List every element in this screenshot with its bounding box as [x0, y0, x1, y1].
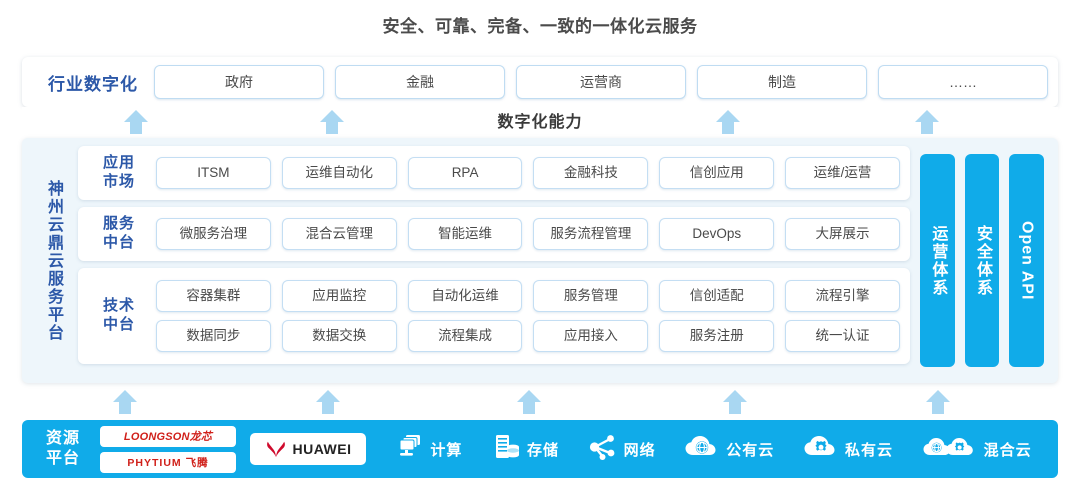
cell-xinchuang-app[interactable]: 信创应用	[659, 157, 775, 189]
resource-item-label: 存储	[526, 441, 559, 459]
resource-items: 计算 存储	[380, 433, 1046, 466]
private-cloud-icon	[803, 434, 839, 465]
resource-item-hybrid-cloud[interactable]: 混合云	[922, 434, 1032, 465]
resource-item-label: 私有云	[844, 441, 893, 459]
up-arrow-icon	[319, 109, 345, 135]
chip-vendor-logos: LOONGSON龙芯 PHYTIUM 飞腾	[100, 425, 236, 473]
cell-container-cluster[interactable]: 容器集群	[156, 280, 271, 312]
cell-application-monitoring[interactable]: 应用监控	[281, 280, 397, 312]
tier-row: 数据同步 数据交换 流程集成 应用接入 服务注册 统一认证	[156, 320, 900, 352]
pillar-open-api[interactable]: Open API	[1009, 154, 1045, 367]
cell-fintech[interactable]: 金融科技	[533, 157, 649, 189]
up-arrow-icon	[722, 389, 748, 415]
cell-unified-authentication[interactable]: 统一认证	[785, 320, 900, 352]
public-cloud-icon	[684, 434, 720, 465]
resource-item-compute[interactable]: 计算	[394, 433, 462, 466]
platform-label: 神州云鼎云服务平台	[32, 146, 74, 375]
pillar-operations-system[interactable]: 运营体系	[920, 154, 955, 367]
network-icon	[588, 433, 618, 466]
tier-row: 容器集群 应用监控 自动化运维 服务管理 信创适配 流程引擎	[156, 280, 900, 312]
up-arrow-icon	[914, 109, 940, 135]
cell-process-integration[interactable]: 流程集成	[407, 320, 523, 352]
cell-hybrid-cloud-management[interactable]: 混合云管理	[281, 218, 397, 250]
resource-item-private-cloud[interactable]: 私有云	[803, 434, 893, 465]
resource-item-label: 混合云	[983, 441, 1032, 459]
tier-application-market: 应用 市场 ITSM 运维自动化 RPA 金融科技 信创应用 运维/运营	[78, 146, 910, 200]
tier-technology-platform: 技术 中台 容器集群 应用监控 自动化运维 服务管理 信创适配 流程引擎 数据同…	[78, 268, 910, 364]
resource-item-label: 公有云	[726, 441, 775, 459]
cell-automated-ops[interactable]: 自动化运维	[407, 280, 523, 312]
cell-process-engine[interactable]: 流程引擎	[785, 280, 900, 312]
cell-data-sync[interactable]: 数据同步	[156, 320, 271, 352]
cell-intelligent-ops[interactable]: 智能运维	[407, 218, 523, 250]
cell-ops-automation[interactable]: 运维自动化	[281, 157, 397, 189]
cell-rpa[interactable]: RPA	[407, 157, 523, 189]
cell-data-exchange[interactable]: 数据交换	[281, 320, 397, 352]
resource-item-label: 网络	[623, 441, 656, 459]
phytium-logo: PHYTIUM 飞腾	[100, 451, 236, 473]
tier-label-application-market: 应用 市场	[102, 154, 135, 190]
industry-item-operator[interactable]: 运营商	[516, 65, 686, 99]
tier-rows: 微服务治理 混合云管理 智能运维 服务流程管理 DevOps 大屏展示	[150, 218, 900, 250]
industry-item-finance[interactable]: 金融	[335, 65, 505, 99]
tier-rows: 容器集群 应用监控 自动化运维 服务管理 信创适配 流程引擎 数据同步 数据交换…	[150, 280, 900, 352]
up-arrow-icon	[715, 109, 741, 135]
platform-label-text: 神州云鼎云服务平台	[45, 179, 62, 342]
up-arrow-icon	[315, 389, 341, 415]
storage-icon	[491, 433, 521, 466]
resource-item-public-cloud[interactable]: 公有云	[684, 434, 774, 465]
up-arrow-icon	[925, 389, 951, 415]
cell-large-screen-display[interactable]: 大屏展示	[785, 218, 900, 250]
tier-label-service-platform: 服务 中台	[102, 215, 135, 251]
resource-item-label: 计算	[430, 441, 463, 459]
huawei-petal-icon	[265, 440, 287, 458]
page-title: 安全、可靠、完备、一致的一体化云服务	[382, 17, 698, 36]
tier-label-technology-platform: 技术 中台	[102, 297, 135, 333]
industry-item-more[interactable]: ……	[878, 65, 1048, 99]
cell-itsm[interactable]: ITSM	[156, 157, 271, 189]
industry-items: 政府 金融 运营商 制造 ……	[154, 65, 1048, 99]
up-arrow-icon	[516, 389, 542, 415]
compute-icon	[394, 433, 424, 466]
cell-xinchuang-adaptation[interactable]: 信创适配	[659, 280, 775, 312]
cell-ops-operation[interactable]: 运维/运营	[785, 157, 900, 189]
industry-item-manufacturing[interactable]: 制造	[697, 65, 867, 99]
platform-panel: 神州云鼎云服务平台 应用 市场 ITSM 运维自动化 RPA 金融科技 信创应用…	[22, 138, 1058, 383]
resource-item-storage[interactable]: 存储	[491, 433, 559, 466]
hybrid-cloud-icon	[922, 434, 978, 465]
industry-label: 行业数字化	[48, 74, 138, 94]
huawei-wordmark: HUAWEI	[292, 441, 352, 457]
tier-service-platform: 服务 中台 微服务治理 混合云管理 智能运维 服务流程管理 DevOps 大屏展…	[78, 207, 910, 261]
resource-platform-label: 资源 平台	[45, 430, 80, 467]
loongson-logo: LOONGSON龙芯	[100, 425, 236, 447]
up-arrow-icon	[112, 389, 138, 415]
platform-tiers: 应用 市场 ITSM 运维自动化 RPA 金融科技 信创应用 运维/运营	[74, 146, 910, 375]
cell-service-process-management[interactable]: 服务流程管理	[533, 218, 649, 250]
cell-devops[interactable]: DevOps	[659, 218, 775, 250]
tier-rows: ITSM 运维自动化 RPA 金融科技 信创应用 运维/运营	[150, 157, 900, 189]
cell-application-access[interactable]: 应用接入	[533, 320, 649, 352]
huawei-logo: HUAWEI	[250, 433, 366, 465]
pillar-security-system[interactable]: 安全体系	[964, 154, 1000, 367]
industry-band: 行业数字化 政府 金融 运营商 制造 ……	[22, 57, 1058, 107]
cell-service-registry[interactable]: 服务注册	[659, 320, 775, 352]
capability-strip: 数字化能力	[22, 107, 1058, 138]
platform-pillars: 运营体系 安全体系 Open API	[910, 146, 1048, 375]
resource-item-network[interactable]: 网络	[588, 433, 656, 466]
capability-label: 数字化能力	[497, 114, 583, 131]
tier-row: ITSM 运维自动化 RPA 金融科技 信创应用 运维/运营	[156, 157, 900, 189]
cell-microservice-governance[interactable]: 微服务治理	[156, 218, 271, 250]
cell-service-management[interactable]: 服务管理	[533, 280, 649, 312]
industry-item-government[interactable]: 政府	[154, 65, 324, 99]
up-arrow-icon	[123, 109, 149, 135]
resource-platform-bar: 资源 平台 LOONGSON龙芯 PHYTIUM 飞腾 HUAWEI	[22, 420, 1058, 478]
tier-row: 微服务治理 混合云管理 智能运维 服务流程管理 DevOps 大屏展示	[156, 218, 900, 250]
